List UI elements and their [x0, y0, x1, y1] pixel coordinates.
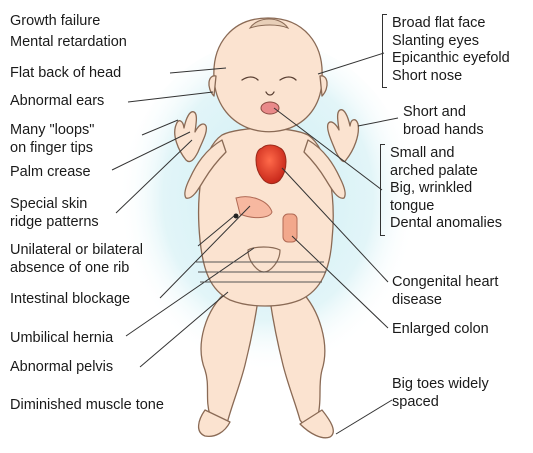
label-umbilical-hernia: Umbilical hernia	[10, 330, 113, 348]
label-loops-on-finger-tips: Many "loops" on finger tips	[10, 122, 94, 157]
label-flat-back-of-head: Flat back of head	[10, 65, 121, 83]
label-diminished-muscle-tone: Diminished muscle tone	[10, 397, 164, 415]
label-special-skin-ridge: Special skin ridge patterns	[10, 196, 99, 231]
label-enlarged-colon: Enlarged colon	[392, 321, 489, 339]
head	[214, 18, 322, 132]
tongue	[261, 102, 279, 114]
colon-organ	[283, 214, 297, 242]
label-short-broad-hands: Short and broad hands	[403, 104, 484, 139]
palate-group-bracket	[380, 144, 385, 236]
label-big-toes: Big toes widely spaced	[392, 376, 489, 411]
label-palate-group: Small and arched palate Big, wrinkled to…	[390, 145, 502, 233]
label-growth-failure: Growth failure	[10, 13, 100, 31]
rib-marker	[234, 214, 239, 219]
label-intestinal-blockage: Intestinal blockage	[10, 291, 130, 309]
label-mental-retardation: Mental retardation	[10, 34, 127, 52]
label-palm-crease: Palm crease	[10, 164, 91, 182]
label-congenital-heart: Congenital heart disease	[392, 274, 498, 309]
face-group-bracket	[382, 14, 387, 88]
label-face-group: Broad flat face Slanting eyes Epicanthic…	[392, 15, 510, 85]
leader-big-toes	[336, 400, 392, 434]
label-abnormal-ears: Abnormal ears	[10, 93, 104, 111]
label-abnormal-pelvis: Abnormal pelvis	[10, 359, 113, 377]
label-absence-of-rib: Unilateral or bilateral absence of one r…	[10, 242, 143, 277]
